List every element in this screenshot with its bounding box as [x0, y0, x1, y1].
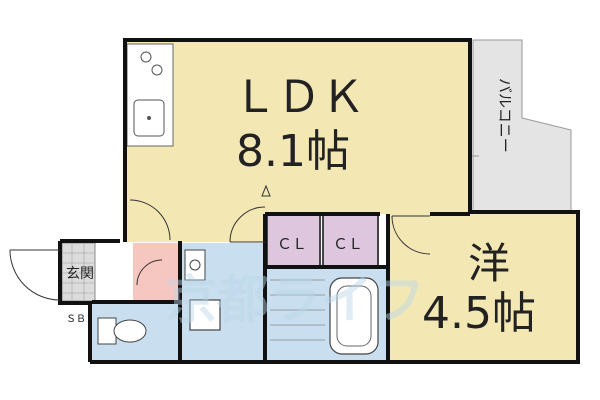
ldk-name: ＬＤＫ: [233, 72, 365, 123]
bathtub-icon: [329, 277, 379, 355]
western-size: 4.5帖: [422, 288, 536, 339]
kitchen-counter: [126, 43, 174, 147]
door-arrow-icon: [261, 184, 271, 197]
walls: [58, 38, 580, 364]
closet-2-label: ＣＬ: [333, 235, 363, 253]
ldk-floor: [125, 42, 468, 214]
toilet-icon: [97, 317, 147, 345]
entrance-label: 玄関: [66, 265, 94, 282]
watermark: 京都ライフ: [165, 271, 425, 331]
stove-burner-icon: [140, 51, 152, 63]
western-floor: [388, 214, 580, 360]
door-swings: [9, 199, 431, 301]
washing-machine-icon: [189, 299, 221, 331]
ldk-size: 8.1帖: [236, 126, 350, 177]
western-name: 洋: [468, 239, 510, 288]
balcony: バルコニー: [467, 39, 572, 213]
washbasin-icon: [184, 249, 206, 281]
balcony-label: バルコニー: [496, 78, 514, 153]
closet-1-label: ＣＬ: [277, 235, 307, 253]
stove-burner-icon: [151, 64, 163, 76]
shoe-box-label: ＳＢ: [66, 314, 86, 325]
